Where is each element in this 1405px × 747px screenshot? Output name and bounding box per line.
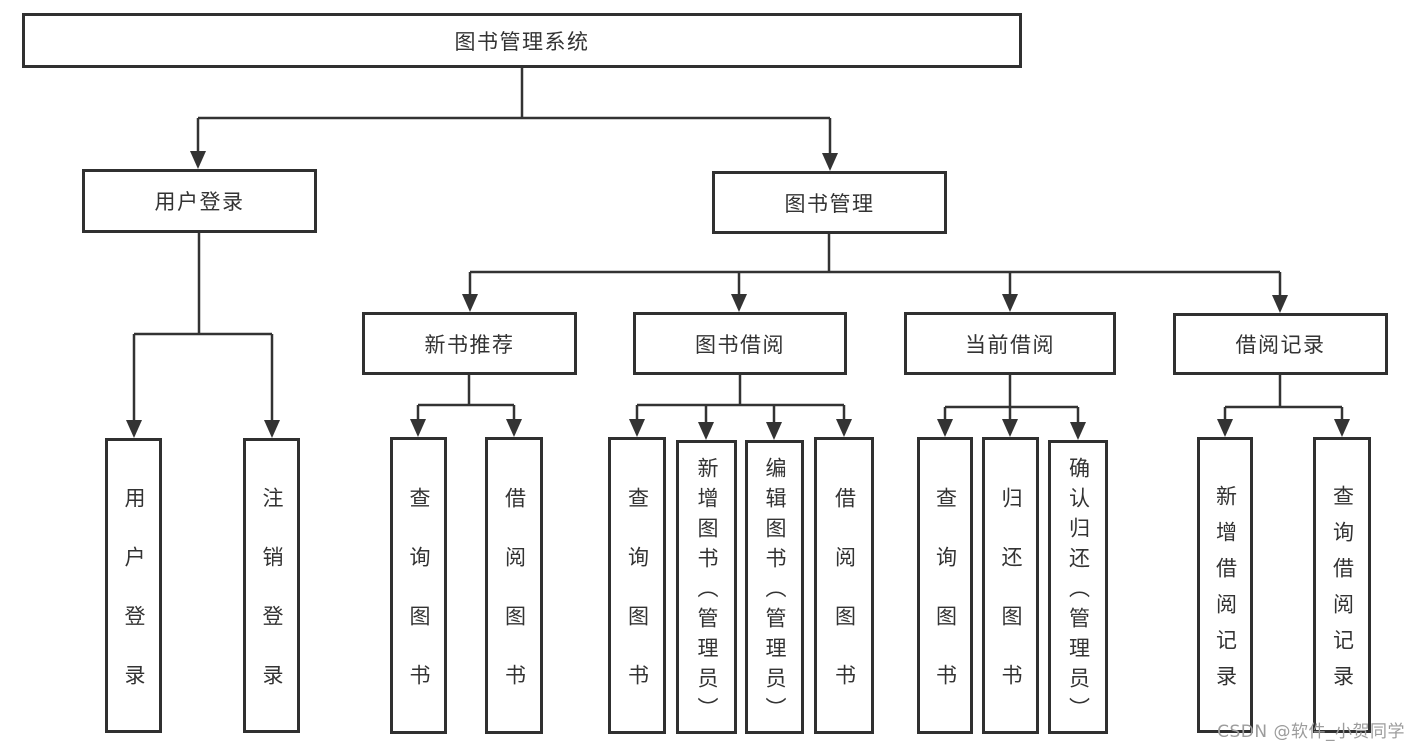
node-book-management-label: 图书管理 — [784, 191, 875, 216]
node-book-borrow: 图书借阅 — [633, 312, 847, 375]
leaf-records-query-record: 查询借阅记录 — [1313, 437, 1371, 733]
leaf-current-return-books: 归还图书 — [982, 437, 1039, 734]
leaf-borrow-query-books-label: 查询图书 — [625, 486, 650, 723]
leaf-records-query-record-label: 查询借阅记录 — [1330, 484, 1355, 701]
leaf-recommend-borrow-books-label: 借阅图书 — [502, 486, 527, 723]
leaf-borrow-edit-books-admin-label: 编辑图书（管理员） — [763, 456, 787, 727]
leaf-records-add-record: 新增借阅记录 — [1197, 437, 1253, 733]
leaf-current-return-books-label: 归还图书 — [999, 486, 1023, 723]
csdn-watermark: CSDN @软件_小贺同学 — [1217, 722, 1405, 742]
leaf-borrow-query-books: 查询图书 — [608, 437, 666, 734]
leaf-user-login-label: 用户登录 — [122, 486, 146, 723]
node-borrow-records-label: 借阅记录 — [1235, 333, 1326, 357]
node-new-book-recommend: 新书推荐 — [362, 312, 577, 375]
node-user-login: 用户登录 — [82, 169, 317, 233]
node-current-borrow-label: 当前借阅 — [965, 332, 1055, 357]
leaf-current-query-books-label: 查询图书 — [933, 486, 958, 723]
node-current-borrow: 当前借阅 — [904, 312, 1116, 375]
leaf-recommend-borrow-books: 借阅图书 — [485, 437, 543, 734]
leaf-logout-label: 注销登录 — [260, 486, 284, 723]
leaf-current-query-books: 查询图书 — [917, 437, 973, 734]
leaf-borrow-borrow-books-label: 借阅图书 — [832, 486, 857, 723]
node-book-borrow-label: 图书借阅 — [695, 332, 785, 357]
leaf-recommend-query-books-label: 查询图书 — [407, 486, 431, 723]
leaf-current-confirm-return-admin-label: 确认归还（管理员） — [1066, 456, 1091, 727]
leaf-current-confirm-return-admin: 确认归还（管理员） — [1048, 440, 1108, 734]
node-borrow-records: 借阅记录 — [1173, 313, 1388, 375]
leaf-borrow-add-books-admin-label: 新增图书（管理员） — [695, 456, 719, 727]
node-new-book-recommend-label: 新书推荐 — [424, 332, 515, 357]
node-book-management: 图书管理 — [712, 171, 947, 234]
arrowheads — [126, 151, 1350, 440]
leaf-user-login: 用户登录 — [105, 438, 162, 733]
node-root: 图书管理系统 — [22, 13, 1022, 68]
leaf-borrow-borrow-books: 借阅图书 — [814, 437, 874, 734]
leaf-borrow-add-books-admin: 新增图书（管理员） — [676, 440, 737, 734]
leaf-records-add-record-label: 新增借阅记录 — [1213, 484, 1238, 701]
node-user-login-label: 用户登录 — [154, 190, 245, 214]
leaf-logout: 注销登录 — [243, 438, 300, 733]
node-root-label: 图书管理系统 — [454, 29, 590, 54]
leaf-borrow-edit-books-admin: 编辑图书（管理员） — [745, 440, 804, 734]
leaf-recommend-query-books: 查询图书 — [390, 437, 447, 734]
